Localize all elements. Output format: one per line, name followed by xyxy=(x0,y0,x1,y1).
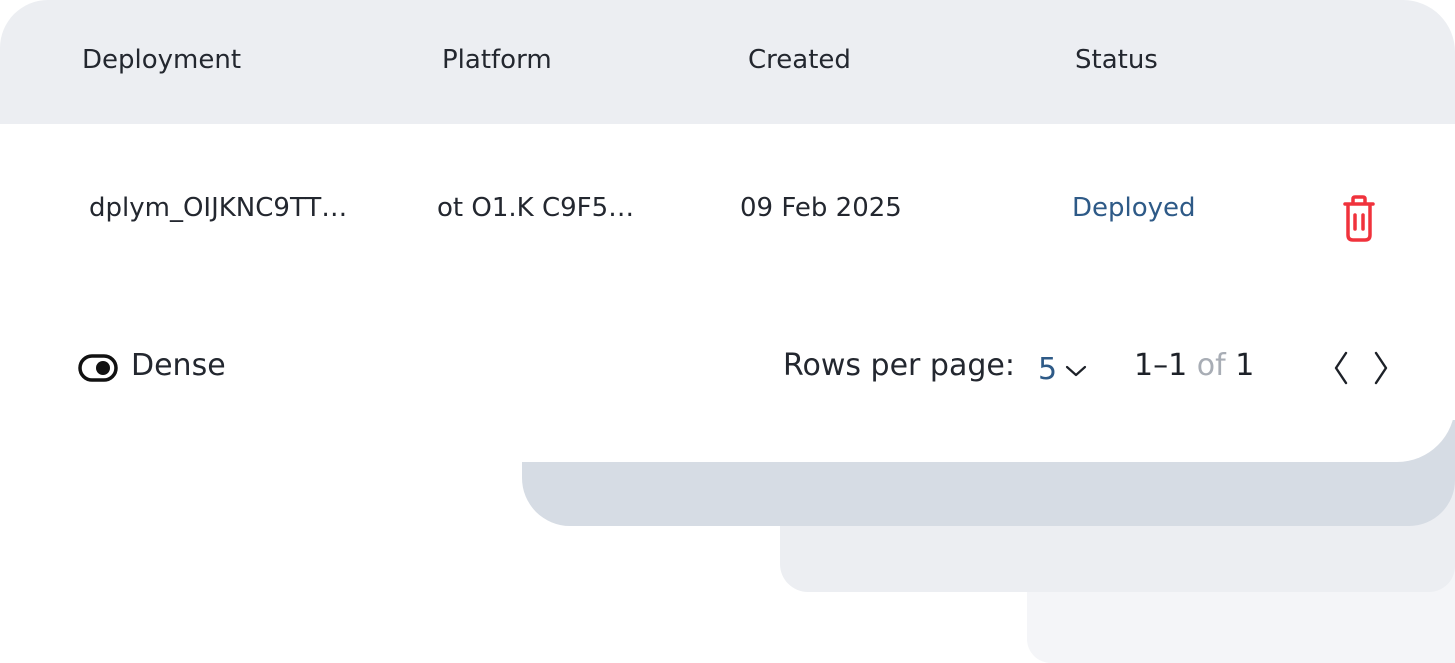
delete-button[interactable] xyxy=(1336,193,1382,245)
column-header-deployment[interactable]: Deployment xyxy=(82,45,242,75)
column-header-platform[interactable]: Platform xyxy=(442,45,552,75)
previous-page-button[interactable] xyxy=(1327,350,1355,386)
range-start: 1–1 xyxy=(1134,348,1188,383)
chevron-left-icon xyxy=(1334,351,1348,385)
cell-created: 09 Feb 2025 xyxy=(740,193,902,223)
cell-platform: ot O1.K C9F5… xyxy=(437,193,635,223)
rows-per-page-select[interactable]: 5 xyxy=(1038,346,1098,390)
dense-toggle[interactable] xyxy=(78,353,118,383)
next-page-button[interactable] xyxy=(1367,350,1395,386)
dense-label: Dense xyxy=(131,348,226,383)
deployments-table-card: Deployment Platform Created Status dplym… xyxy=(0,0,1455,390)
range-of: of xyxy=(1196,348,1226,383)
toggle-on-icon xyxy=(78,354,118,382)
column-header-created[interactable]: Created xyxy=(748,45,851,75)
chevron-right-icon xyxy=(1374,351,1388,385)
rows-per-page-label: Rows per page: xyxy=(783,348,1015,383)
chevron-down-icon xyxy=(1065,365,1087,377)
rows-per-page-value: 5 xyxy=(1038,352,1058,387)
status-badge: Deployed xyxy=(1072,193,1196,223)
table-header: Deployment Platform Created Status xyxy=(0,0,1455,124)
trash-icon xyxy=(1343,195,1375,242)
pagination-range: 1–1 of 1 xyxy=(1134,346,1254,386)
range-total: 1 xyxy=(1235,348,1255,383)
cell-deployment: dplym_OIJKNC9TT… xyxy=(89,193,348,223)
column-header-status[interactable]: Status xyxy=(1075,45,1158,75)
